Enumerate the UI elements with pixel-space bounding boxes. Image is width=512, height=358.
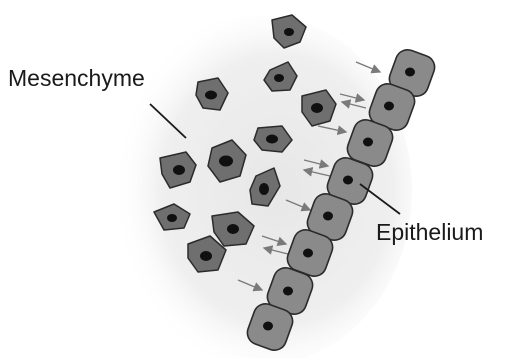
mesenchyme-label: Mesenchyme bbox=[8, 65, 145, 91]
epithelium-label: Epithelium bbox=[376, 219, 483, 245]
